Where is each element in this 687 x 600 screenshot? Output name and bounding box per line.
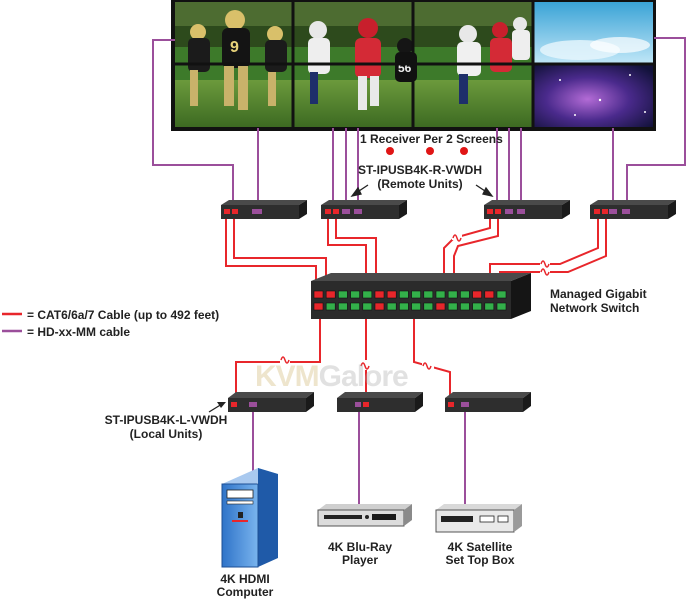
local-units xyxy=(208,392,531,413)
hd-cables xyxy=(152,37,686,505)
switch-port xyxy=(399,302,409,311)
remote-units xyxy=(221,200,676,219)
legend-cat-text: = CAT6/6a/7 Cable (up to 492 feet) xyxy=(27,308,220,322)
switch-port xyxy=(350,302,360,311)
switch-port xyxy=(472,290,482,299)
receiver-indicators xyxy=(386,147,468,155)
legend-hd-text: = HD-xx-MM cable xyxy=(27,325,131,339)
switch-port xyxy=(447,290,458,299)
indicator-dot xyxy=(460,147,468,155)
bluray-label-line2: Player xyxy=(341,553,379,567)
bluray-player-icon xyxy=(317,504,412,527)
watermark-logo: KVMGalore xyxy=(255,360,409,393)
local-unit xyxy=(228,392,314,412)
switch-port xyxy=(313,302,324,311)
switch-port xyxy=(423,290,434,299)
switch-port xyxy=(338,290,348,299)
switch-label-line1: Managed Gigabit xyxy=(550,287,647,301)
bluray-label-line1: 4K Blu-Ray xyxy=(327,540,392,554)
switch-port xyxy=(325,290,336,299)
local-model-label: ST-IPUSB4K-L-VWDH xyxy=(104,413,228,427)
indicator-dot xyxy=(386,147,394,155)
local-unit xyxy=(337,392,423,412)
switch-port xyxy=(447,302,458,311)
satellite-label-line2: Set Top Box xyxy=(445,553,515,567)
remote-arrows xyxy=(350,184,494,198)
switch-port xyxy=(435,290,446,299)
satellite-label-line1: 4K Satellite xyxy=(447,540,513,554)
switch-port xyxy=(423,302,434,311)
switch-port xyxy=(350,290,360,299)
remote-unit xyxy=(590,200,676,219)
remote-unit xyxy=(484,200,570,219)
desktop-tower-icon xyxy=(221,468,278,568)
indicator-dot xyxy=(426,147,434,155)
remote-unit xyxy=(321,200,407,219)
remote-unit xyxy=(221,200,307,219)
sky-scene xyxy=(534,2,653,63)
video-wall: 9 56 xyxy=(171,0,656,131)
legend xyxy=(2,312,22,333)
switch-port xyxy=(411,302,421,311)
switch-port xyxy=(338,302,348,311)
space-scene xyxy=(534,65,653,127)
local-unit xyxy=(445,392,531,412)
switch-port xyxy=(374,290,385,299)
receiver-note: 1 Receiver Per 2 Screens xyxy=(360,132,503,146)
switch-label-line2: Network Switch xyxy=(550,301,640,315)
satellite-box-icon xyxy=(435,504,522,533)
local-sub-label: (Local Units) xyxy=(129,427,203,441)
switch-port xyxy=(313,290,324,299)
switch-port xyxy=(386,290,397,299)
switch-port xyxy=(496,302,507,311)
switch-port xyxy=(411,290,421,299)
remote-sub-label: (Remote Units) xyxy=(377,177,463,191)
switch-port xyxy=(325,302,336,311)
switch-port xyxy=(399,290,409,299)
switch-port xyxy=(484,290,495,299)
switch-port xyxy=(472,302,482,311)
switch-port xyxy=(362,290,373,299)
computer-label-line2: Computer xyxy=(216,585,274,599)
switch-port xyxy=(362,302,373,311)
computer-label-line1: 4K HDMI xyxy=(220,572,270,586)
switch-ports xyxy=(313,290,507,311)
switch-port xyxy=(435,302,446,311)
switch-port xyxy=(484,302,495,311)
network-switch xyxy=(311,273,531,319)
cable-break-marks xyxy=(280,230,550,372)
switch-port xyxy=(460,290,470,299)
switch-port xyxy=(386,302,397,311)
svg-text:9: 9 xyxy=(230,39,239,56)
switch-port xyxy=(374,302,385,311)
switch-port xyxy=(496,290,507,299)
remote-model-label: ST-IPUSB4K-R-VWDH xyxy=(357,163,482,177)
switch-port xyxy=(460,302,470,311)
